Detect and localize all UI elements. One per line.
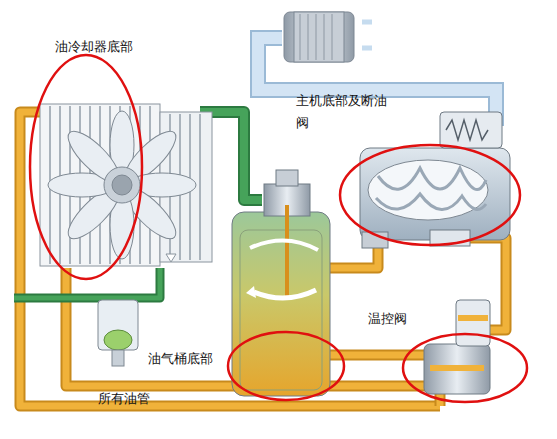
oil-cooler	[40, 104, 212, 266]
part-label: 所有油管	[98, 388, 168, 410]
highlight-ellipses	[30, 55, 527, 402]
air-filter	[284, 12, 372, 62]
part-label: 主机底部及断油阀	[296, 90, 392, 134]
part-label: 油冷却器底部	[55, 36, 175, 58]
thermostatic-valve	[424, 300, 490, 394]
part-label: 油气桶底部	[148, 348, 228, 370]
part-label: 温控阀	[368, 308, 428, 330]
oil-filter	[98, 300, 138, 366]
oil-separator-tank	[232, 170, 330, 396]
screw-airend	[360, 112, 510, 248]
